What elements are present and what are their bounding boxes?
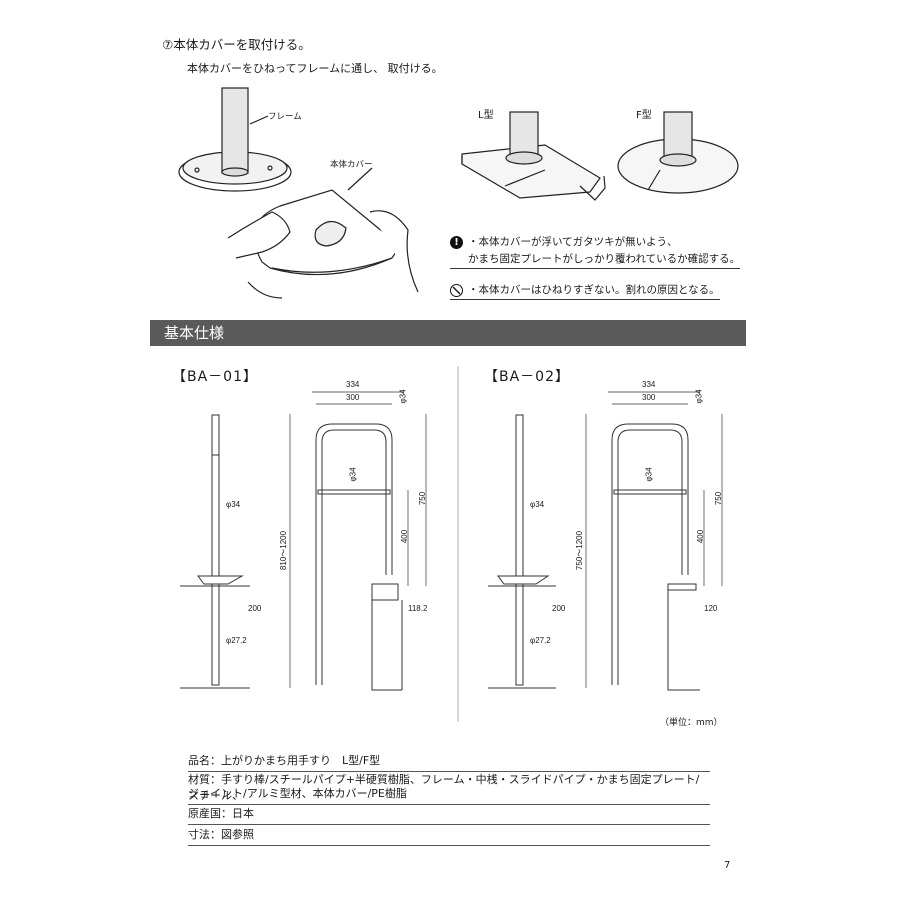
warning-line-1: ・本体カバーが浮いてガタツキが無いよう、 [468,236,678,248]
ba02-side-base: φ27.2 [530,636,551,645]
ba02-side-pipe: φ34 [530,500,545,509]
model-ba02-name: 【BA－02】 [484,369,570,385]
ba02-side-view [488,414,556,689]
ba01-height-total: 750 [418,491,428,506]
frame-label: フレーム [268,112,302,122]
prohibition-note: ・本体カバーはひねりすぎない。割れの原因となる。 [450,282,720,300]
section-title: 基本仕様 [150,320,746,346]
spec-material-line2: ジョイント/アルミ型材、本体カバー/PE樹脂 [188,785,710,805]
ba01-step: 118.2 [408,604,428,613]
prohibition-icon [450,284,463,297]
ba02-width-inner: 300 [642,393,656,402]
ba01-side-view [180,414,250,689]
ba01-width-inner: 300 [346,393,360,402]
spec-dimensions: 寸法：図参照 [188,826,710,846]
page-number: 7 [724,860,731,871]
spec-origin: 原産国：日本 [188,805,710,825]
cover-label: 本体カバー [330,160,373,170]
ba02-height-bar: 400 [696,529,706,544]
ba02-pipe-mid: φ34 [644,467,654,482]
ba02-height-range: 750～1200 [575,530,585,571]
warning-note: ! ・本体カバーが浮いてガタツキが無いよう、 かまち固定プレートがしっかり覆われ… [450,234,741,269]
prohibition-line-1: ・本体カバーはひねりすぎない。割れの原因となる。 [450,282,720,300]
warning-line-2: かまち固定プレートがしっかり覆われているか確認する。 [450,251,741,269]
ba02-front-view [611,423,700,691]
step-title: ⑦本体カバーを取付ける。 [162,37,311,52]
step-description: 本体カバーをひねってフレームに通し、 取付ける。 [187,62,443,75]
ba02-step: 120 [704,604,718,613]
cover-hands-illustration [227,167,419,299]
spec-material-line1: 材質：手すり棒/スチールパイプ+半硬質樹脂、フレーム・中桟・スライドパイプ・かま… [188,773,700,802]
dimension-lines [289,366,723,722]
unit-note: （単位：mm） [660,718,723,728]
ba01-height-range: 810～1200 [279,530,289,571]
model-ba01-name: 【BA－01】 [172,369,258,385]
frame-base-illustration [178,87,292,192]
ba01-side-depth: 200 [248,604,262,613]
ba01-side-base: φ27.2 [226,636,247,645]
ba01-height-bar: 400 [400,529,410,544]
l-type-illustration [461,111,606,201]
f-type-label: F型 [636,110,652,121]
ba02-width-outer: 334 [642,380,656,389]
ba02-pipe-top: φ34 [694,389,704,404]
ba01-side-pipe: φ34 [226,500,241,509]
ba01-front-view [315,423,403,691]
f-type-illustration [617,111,739,194]
ba01-width-outer: 334 [346,380,360,389]
ba02-side-depth: 200 [552,604,566,613]
warning-icon: ! [450,236,463,249]
l-type-label: L型 [478,110,494,121]
ba02-height-total: 750 [714,491,724,506]
spec-product-name: 品名：上がりかまち用手すり L型/F型 [188,752,710,772]
ba01-pipe-top: φ34 [398,389,408,404]
ba01-pipe-mid: φ34 [348,467,358,482]
